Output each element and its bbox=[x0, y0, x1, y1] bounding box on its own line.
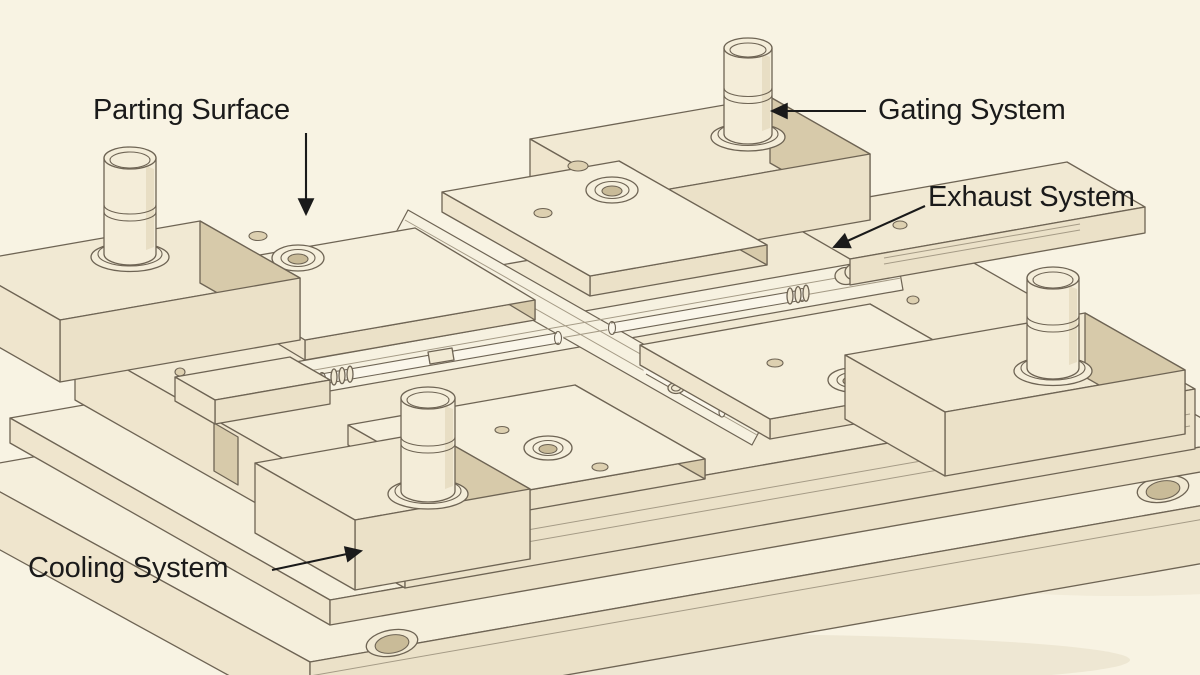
sprue-bushing bbox=[710, 37, 786, 152]
label-cooling-system: Cooling System bbox=[28, 552, 229, 584]
label-parting-surface: Parting Surface bbox=[93, 94, 290, 126]
mounting-hole-front bbox=[365, 628, 419, 658]
exhaust-system-arrow bbox=[832, 205, 926, 249]
guide-pin-block-back-left bbox=[0, 220, 301, 383]
leader-arrows bbox=[271, 102, 926, 572]
step-slab-left bbox=[174, 356, 331, 425]
label-exhaust-system: Exhaust System bbox=[928, 181, 1135, 213]
mounting-hole-right bbox=[1136, 474, 1190, 504]
guide-pin-block-front bbox=[254, 431, 531, 591]
cooling-system-arrow bbox=[271, 546, 364, 572]
label-gating-system: Gating System bbox=[878, 94, 1066, 126]
guide-pin-block-right bbox=[844, 312, 1186, 477]
guide-pin-right bbox=[1013, 266, 1093, 387]
cavity-plate-top bbox=[441, 160, 768, 297]
guide-pin-front bbox=[387, 386, 469, 510]
guide-pin-back-left bbox=[90, 146, 170, 273]
exhaust-vent-ledge bbox=[771, 161, 1146, 286]
